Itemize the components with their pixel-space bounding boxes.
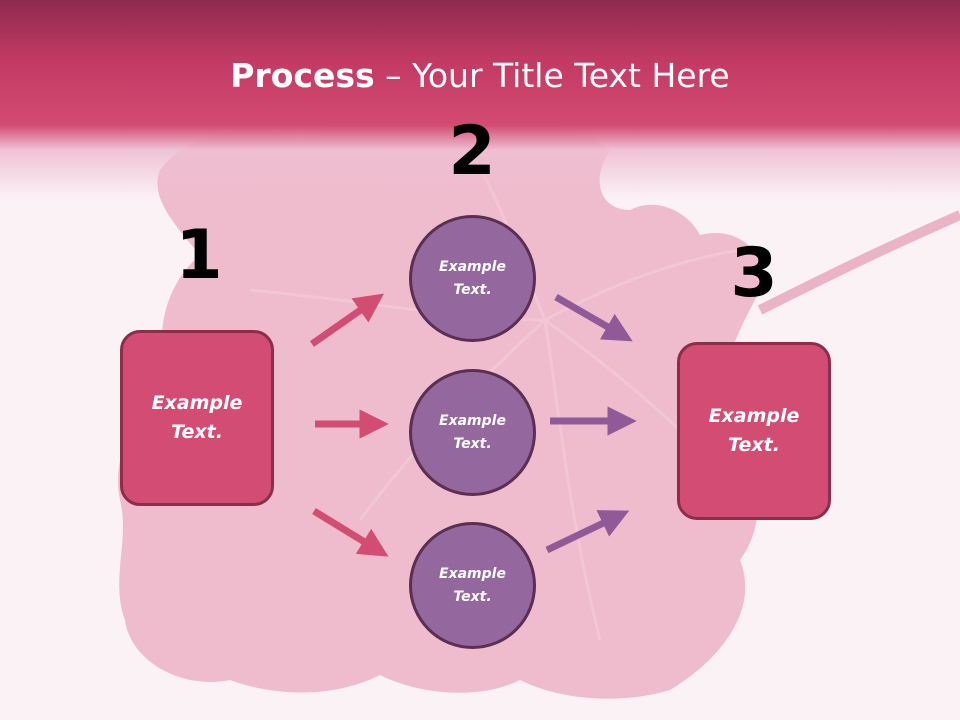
page-title: Process – Your Title Text Here (0, 54, 960, 98)
circle-middle-line1: Example (439, 412, 506, 429)
circle-bottom-line2: Text. (453, 588, 492, 605)
title-bold: Process (230, 56, 375, 95)
leaf-stem (757, 210, 960, 315)
right-box-line1: Example (708, 405, 800, 427)
circle-bottom-line1: Example (439, 565, 506, 582)
step-number-2: 2 (448, 112, 496, 191)
circle-middle-line2: Text. (453, 435, 492, 452)
title-rest: – Your Title Text Here (374, 56, 730, 95)
left-box-line2: Text. (171, 421, 223, 443)
circle-top-line2: Text. (453, 281, 492, 298)
title-bar (0, 0, 960, 200)
step-number-3: 3 (730, 234, 778, 313)
left-box-line1: Example (151, 392, 243, 414)
circle-top-line1: Example (439, 258, 506, 275)
step-number-1: 1 (175, 216, 223, 295)
right-box-line2: Text. (728, 434, 780, 456)
